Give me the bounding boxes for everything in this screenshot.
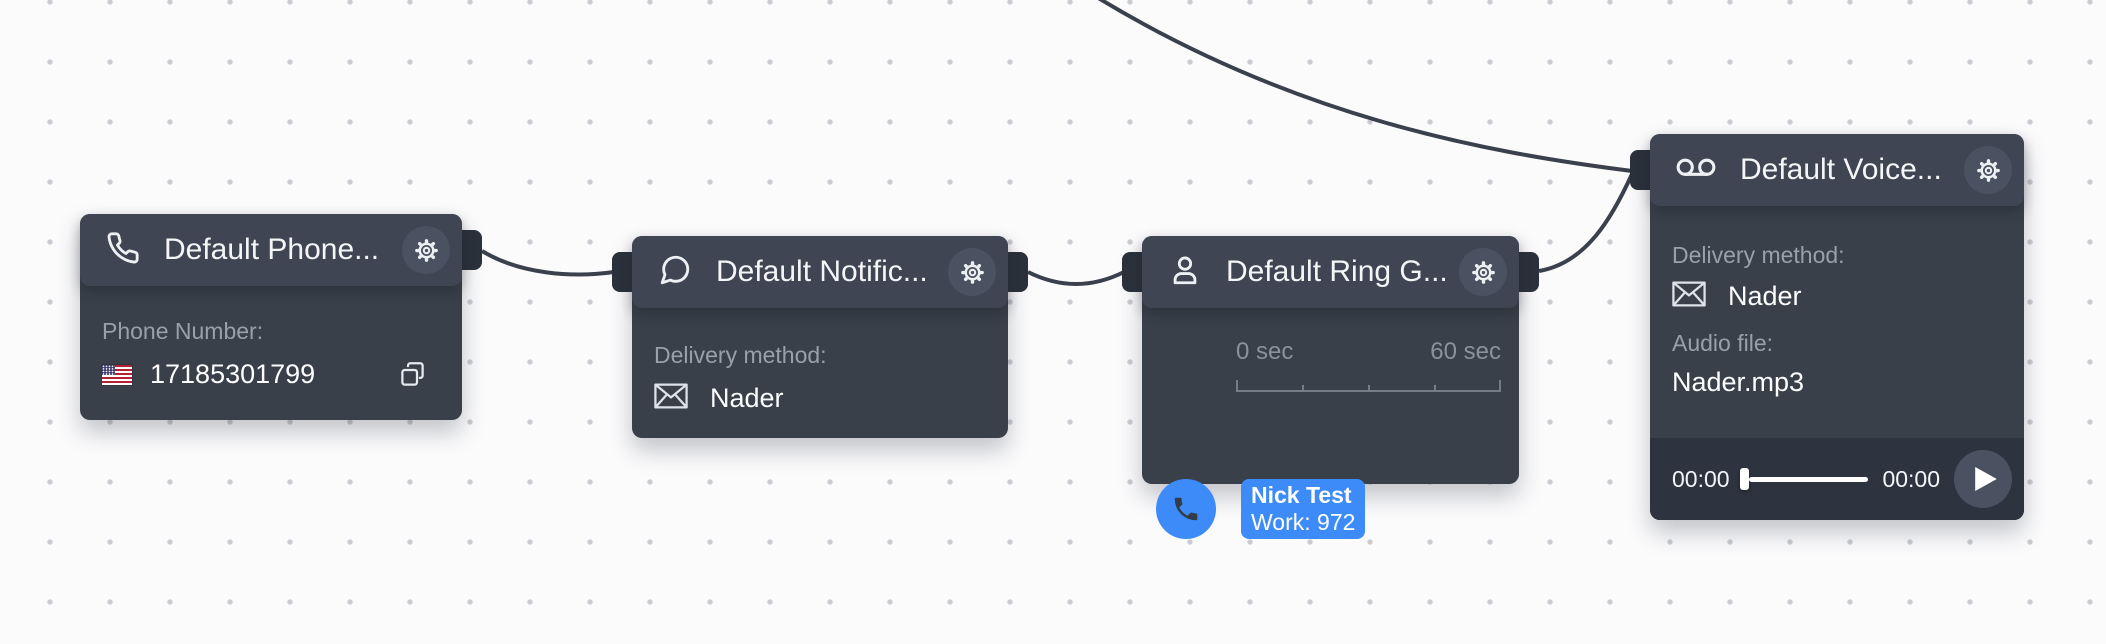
node-header[interactable]: Default Ring G... xyxy=(1142,236,1519,308)
node-notification[interactable]: Default Notific... Delivery method: xyxy=(612,236,1028,438)
settings-button[interactable] xyxy=(1964,146,2012,194)
timeline-ruler xyxy=(1236,378,1501,397)
node-header[interactable]: Default Notific... xyxy=(632,236,1008,308)
copy-button[interactable] xyxy=(399,361,426,388)
envelope-icon xyxy=(654,383,688,414)
node-title: Default Voice... xyxy=(1740,153,1942,186)
delivery-method-label: Delivery method: xyxy=(654,342,827,368)
us-flag-icon xyxy=(102,364,132,385)
phone-icon xyxy=(106,231,140,270)
node-header[interactable]: Default Phone... xyxy=(80,214,462,286)
member-name: Nick Test xyxy=(1251,482,1352,508)
node-title: Default Ring G... xyxy=(1226,255,1448,288)
node-phone-number[interactable]: Default Phone... Phone Number: 171853017… xyxy=(80,214,482,420)
envelope-icon xyxy=(1672,281,1706,312)
node-body: Delivery method: Nader xyxy=(632,308,1008,438)
audio-player: 00:00 00:00 xyxy=(1650,438,2024,520)
node-title: Default Notific... xyxy=(716,255,928,288)
edge-ringgroup-to-voicemail xyxy=(1538,173,1634,273)
phone-number-label: Phone Number: xyxy=(102,318,264,344)
audio-file-value: Nader.mp3 xyxy=(1672,367,1805,397)
phone-number-value: 17185301799 xyxy=(150,359,316,389)
member-number: Work: 972 xyxy=(1251,509,1356,535)
voicemail-icon xyxy=(1676,154,1716,187)
call-target-icon[interactable] xyxy=(1156,479,1216,539)
node-body: Phone Number: 17185301799 xyxy=(80,286,462,420)
chat-bubble-icon xyxy=(658,253,692,292)
node-header[interactable]: Default Voice... xyxy=(1650,134,2024,206)
slider-track[interactable] xyxy=(1748,476,1869,482)
play-button[interactable] xyxy=(1954,450,2012,508)
delivery-method-value: Nader xyxy=(710,383,784,413)
timeline-end-label: 60 sec xyxy=(1430,338,1501,365)
settings-button[interactable] xyxy=(1459,248,1507,296)
slider-thumb[interactable] xyxy=(1739,468,1749,490)
edge-phone-to-notification xyxy=(480,249,615,277)
edge-notification-to-ringgroup xyxy=(1027,270,1125,286)
settings-button[interactable] xyxy=(402,226,450,274)
node-title: Default Phone... xyxy=(164,233,380,266)
current-time: 00:00 xyxy=(1672,465,1730,492)
person-icon xyxy=(1168,253,1202,292)
seek-slider[interactable] xyxy=(1739,468,1869,490)
timeline-start-label: 0 sec xyxy=(1236,338,1294,365)
settings-button[interactable] xyxy=(948,248,996,296)
delivery-method-value: Nader xyxy=(1728,281,1802,311)
node-body: Delivery method: Nader Audio file: Nader… xyxy=(1650,206,2024,520)
node-voicemail[interactable]: Default Voice... Delivery method: xyxy=(1630,134,2024,520)
audio-file-label: Audio file: xyxy=(1672,330,1774,356)
node-ring-group[interactable]: Default Ring G... 0 sec 60 sec xyxy=(1122,236,1539,539)
edge-offscreen-to-voicemail xyxy=(1097,0,1633,173)
node-body: 0 sec 60 sec xyxy=(1142,308,1519,539)
total-time: 00:00 xyxy=(1882,465,1940,492)
ring-group-member-chip[interactable]: Nick Test Work: 972 xyxy=(1241,479,1366,539)
delivery-method-label: Delivery method: xyxy=(1672,242,1845,268)
